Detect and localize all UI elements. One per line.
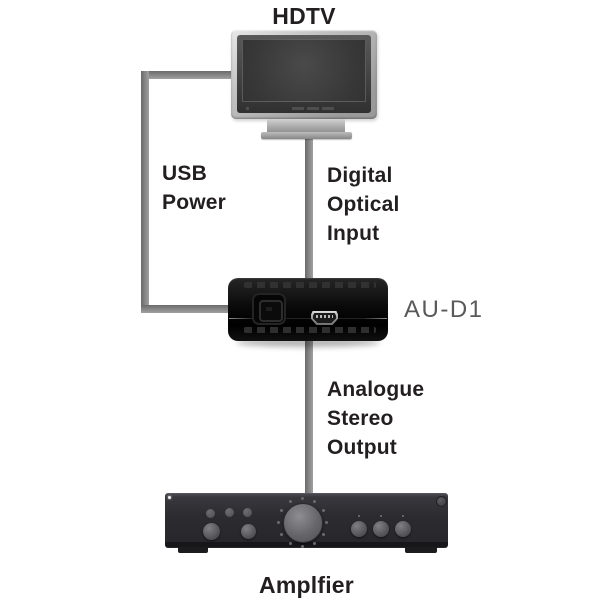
amp-small-button: [243, 508, 252, 517]
amp-small-button: [206, 509, 215, 518]
amp-small-button: [225, 508, 234, 517]
volume-tick: [313, 542, 316, 545]
tv-stand-base: [261, 132, 352, 139]
toslink-port-slot: [266, 307, 272, 311]
converter-vents-top: [244, 282, 376, 288]
digital-optical-cable: [305, 137, 313, 282]
volume-knob: [283, 503, 323, 543]
hdtv-label: HDTV: [272, 3, 336, 29]
knob-indicator-dot: [380, 515, 382, 517]
amplifier-bottom-strip: [165, 542, 448, 547]
volume-tick: [322, 533, 325, 536]
amplifier-foot-right: [405, 547, 437, 553]
converter-case-seam: [229, 318, 387, 319]
volume-tick: [277, 521, 280, 524]
usb-power-label: USB Power: [162, 162, 227, 214]
amplifier-label: Amplfier: [259, 572, 354, 598]
amp-knob: [351, 521, 367, 537]
tv-control-button: [322, 107, 334, 110]
headphone-jack: [436, 496, 447, 507]
volume-tick: [322, 509, 325, 512]
volume-tick: [301, 497, 304, 500]
tv-stand-neck: [267, 119, 345, 133]
tv-screen: [242, 39, 366, 102]
volume-tick: [313, 500, 316, 503]
mini-usb-port-pins: [316, 315, 333, 318]
knob-indicator-dot: [402, 515, 404, 517]
tv-control-button: [307, 107, 319, 110]
tv-indicator-dot: [246, 107, 249, 110]
volume-tick: [280, 533, 283, 536]
converter-shadow: [236, 338, 380, 347]
volume-tick: [325, 521, 328, 524]
volume-tick: [289, 542, 292, 545]
amplifier-foot-left: [178, 547, 208, 553]
amp-knob: [395, 521, 411, 537]
usb-power-cable-top: [141, 71, 233, 79]
toslink-port-inner: [259, 300, 283, 322]
mini-usb-port-inner: [313, 313, 336, 323]
converter-label: AU-D1: [404, 296, 484, 323]
tv-control-button: [292, 107, 304, 110]
usb-power-cable-vertical: [141, 71, 149, 313]
digital-optical-input-label: Digital Optical Input: [327, 164, 400, 245]
knob-indicator-dot: [358, 515, 360, 517]
analogue-stereo-cable: [305, 338, 313, 496]
volume-tick: [301, 545, 304, 548]
usb-power-cable-bottom: [141, 305, 230, 313]
amp-knob: [373, 521, 389, 537]
converter-vents-bottom: [244, 327, 376, 333]
amp-knob: [203, 523, 220, 540]
amp-knob: [241, 524, 256, 539]
volume-tick: [280, 509, 283, 512]
analogue-stereo-output-label: Analogue Stereo Output: [327, 378, 425, 459]
volume-tick: [289, 500, 292, 503]
power-led: [168, 496, 171, 499]
